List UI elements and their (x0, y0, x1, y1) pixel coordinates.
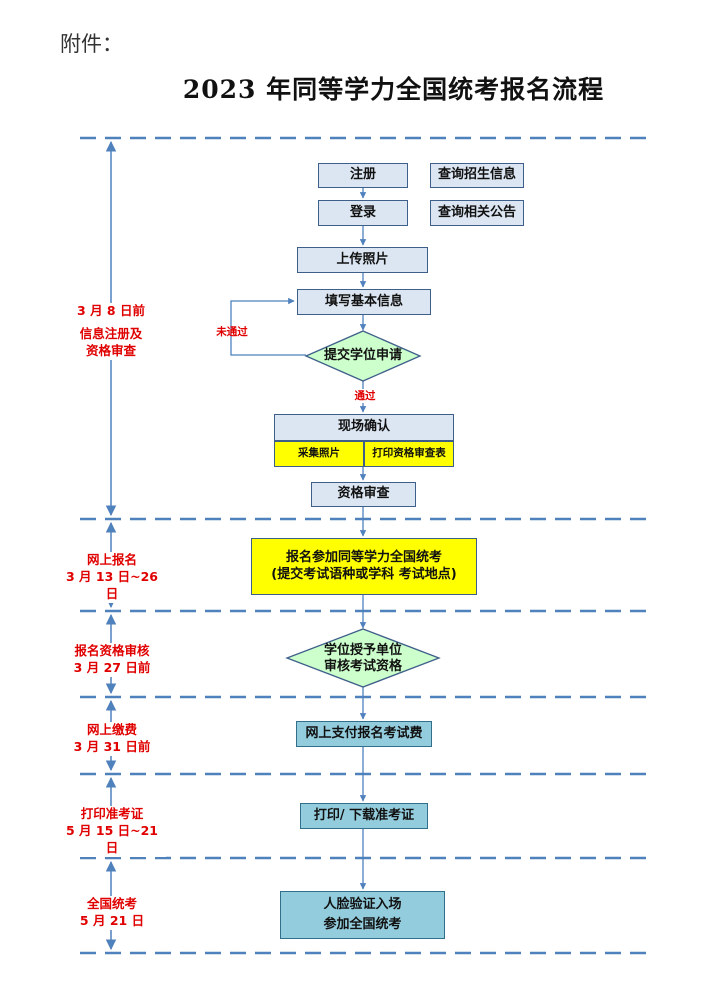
not-passed-label: 未通过 (216, 326, 248, 338)
stage-label-payment: 网上缴费 3 月 31 日前 (62, 722, 162, 756)
stage-label-registration: 3 月 8 日前 信息注册及 资格审查 (62, 303, 160, 360)
stage-date: 3 月 8 日前 (77, 303, 145, 318)
fill-info-box: 填写基本信息 (297, 289, 431, 315)
upload-photo-box: 上传照片 (297, 247, 428, 273)
online-signup-line2: (提交考试语种或学科 考试地点) (271, 566, 457, 582)
online-payment-box: 网上支付报名考试费 (296, 721, 432, 747)
print-ticket-box: 打印/ 下载准考证 (300, 803, 428, 829)
online-signup-box: 报名参加同等学力全国统考 (提交考试语种或学科 考试地点) (251, 538, 477, 595)
degree-unit-line2: 审核考试资格 (323, 659, 402, 674)
stage-label-review: 报名资格审核 3 月 27 日前 (62, 643, 162, 677)
loop-back-connector (230, 297, 306, 356)
print-review-form-box: 打印资格审查表 (364, 441, 454, 467)
exam-box: 人脸验证入场 参加全国统考 (280, 891, 445, 939)
page-title: 2023 年同等学力全国统考报名流程 (182, 75, 605, 104)
query-admission-box: 查询招生信息 (430, 163, 524, 188)
stage-title: 信息注册及 (79, 325, 143, 341)
stage-title: 打印准考证 (80, 806, 144, 821)
online-signup-line1: 报名参加同等学力全国统考 (285, 550, 442, 566)
stage-date: 3 月 31 日前 (73, 738, 151, 754)
query-notices-box: 查询相关公告 (430, 200, 524, 226)
collect-photo-box: 采集照片 (274, 441, 364, 467)
degree-unit-review-label: 学位授予单位 审核考试资格 (300, 643, 426, 675)
login-box: 登录 (318, 200, 408, 226)
degree-unit-line1: 学位授予单位 (323, 643, 402, 659)
stage-title: 报名资格审核 (74, 643, 150, 658)
submit-degree-label: 提交学位申请 (323, 348, 402, 364)
exam-line2: 参加全国统考 (323, 916, 402, 932)
onsite-confirm-box: 现场确认 (274, 414, 454, 441)
attachment-label: 附件： (60, 32, 123, 56)
degree-unit-diamond (285, 628, 441, 688)
stage-label-online-signup: 网上报名 3 月 13 日~26 日 (58, 552, 166, 603)
stage-date: 3 月 13 日~26 日 (65, 568, 159, 601)
stage-label-print-ticket: 打印准考证 5 月 15 日~21 日 (58, 806, 166, 857)
stage-date: 3 月 27 日前 (73, 659, 151, 675)
stage-date: 5 月 15 日~21 日 (65, 822, 159, 855)
stage-date: 5 月 21 日 (79, 912, 145, 928)
stage-title: 全国统考 (86, 896, 137, 911)
exam-line1: 人脸验证入场 (323, 897, 402, 913)
passed-label: 通过 (350, 389, 380, 404)
stage-title: 网上缴费 (86, 722, 137, 737)
stage-title: 资格审查 (85, 342, 136, 358)
submit-degree-diamond (304, 330, 422, 382)
register-box: 注册 (318, 163, 408, 188)
qualification-review-box: 资格审查 (311, 482, 416, 507)
stage-label-exam: 全国统考 5 月 21 日 (62, 896, 162, 930)
stage-title: 网上报名 (86, 552, 137, 567)
